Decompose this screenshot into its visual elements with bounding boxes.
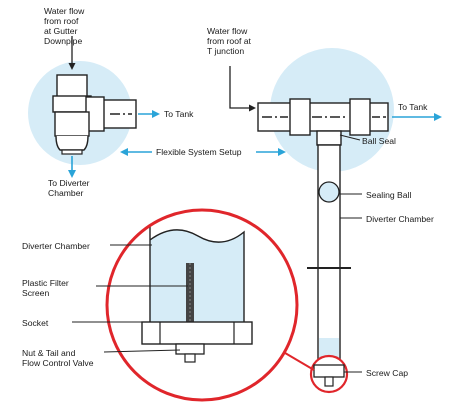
sealing-ball: [318, 181, 340, 203]
socket-body: [141, 321, 253, 345]
label-diverter-chamber-right: Diverter Chamber: [366, 214, 434, 224]
t-stem: [316, 130, 342, 146]
detail-chamber-body: [149, 220, 245, 326]
label-diverter-chamber-detail: Diverter Chamber: [22, 241, 90, 251]
label-water-flow-t-junction: Water flow from roof at T junction: [207, 26, 251, 56]
label-sealing-ball: Sealing Ball: [366, 190, 412, 200]
label-water-flow-gutter: Water flow from roof at Gutter Downpipe: [44, 6, 85, 46]
label-socket: Socket: [22, 318, 49, 328]
label-flexible-setup: Flexible System Setup: [156, 147, 242, 157]
screw-cap: [313, 364, 345, 378]
t-junction-fitting: [229, 48, 442, 172]
t-inflow-arrow: [229, 66, 256, 112]
diverter-chamber-pipe: [317, 144, 341, 366]
label-screw-cap: Screw Cap: [366, 368, 409, 378]
detail-ring: [105, 208, 299, 402]
gutter-fitting: [28, 36, 160, 178]
plastic-filter-screen: [186, 263, 194, 325]
label-to-tank-right: To Tank: [398, 102, 428, 112]
detail-callout: [72, 208, 315, 402]
t-collar-left: [289, 98, 311, 136]
fitting-bend: [55, 135, 89, 151]
t-collar-right: [349, 98, 371, 136]
label-to-tank-left: To Tank: [164, 109, 194, 119]
label-plastic-filter-screen: Plastic Filter Screen: [22, 278, 69, 298]
label-nut-tail-valve: Nut & Tail and Flow Control Valve: [22, 348, 94, 368]
nut-and-tail: [175, 343, 205, 355]
label-to-diverter-chamber: To Diverter Chamber: [48, 178, 90, 198]
detail-connector-line: [279, 349, 315, 371]
fitting-body: [54, 111, 90, 137]
diverter-column: [307, 134, 362, 394]
label-ball-seal: Ball Seal: [362, 136, 396, 146]
